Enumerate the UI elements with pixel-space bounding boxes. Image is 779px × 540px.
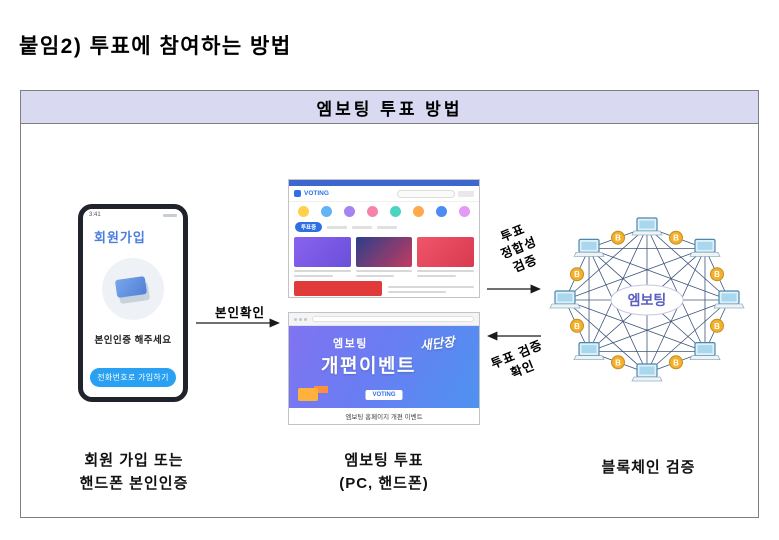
voting-logo-icon [294,190,301,197]
identity-prompt: 본인인증 해주세요 [94,335,172,346]
phone-signup-button: 전화번호로 가입하기 [90,368,176,387]
voting-now-tab: 투표중 [295,222,323,232]
network-center-ellipse [610,284,684,316]
laptop-icon [573,342,605,361]
category-icon [459,206,470,217]
banner-badge: 새단장 [419,334,456,354]
laptop-icon [631,363,663,382]
browser-toolbar [289,313,479,326]
laptop-icon [689,342,721,361]
card-text-line [294,274,333,277]
network-center-label: 엠보팅 [628,292,667,308]
card-text-line [388,285,474,288]
coin-icon: B [570,267,585,282]
banner-brand-text: 엠보팅 [333,338,368,350]
window-dot-icon [294,317,297,321]
diagram-title: 엠보팅 투표 방법 [21,91,758,124]
svg-text:B: B [615,358,621,367]
coin-icon: B [611,230,626,245]
caption-blockchain: 블록체인 검증 [601,459,696,476]
vote-card [355,237,413,277]
vote-card [417,237,475,277]
id-card-illustration [102,258,164,320]
signup-title: 회원가입 [94,230,146,245]
svg-text:B: B [714,322,720,331]
phone-time: 3:41 [89,212,101,218]
laptop-icon [631,217,663,236]
window-dot-icon [299,317,302,321]
mvoting-site-screenshot: VOTING 투표중 [288,179,480,298]
category-icon [390,206,401,217]
category-icon [344,206,355,217]
window-dot-icon [304,317,307,321]
mvoting-event-screenshot: 엠보팅 새단장 개편이벤트 VOTING 엠보팅 홈페이지 개편 이벤트 [288,312,480,425]
site-text-lines [388,281,474,293]
svg-text:B: B [673,358,679,367]
phone-mockup: 3:41 회원가입 본인인증 해주세요 전화번호로 가입하기 [78,204,188,402]
site-login-area [458,190,474,197]
category-icon [321,206,332,217]
card-text-line [417,269,475,272]
tab-placeholder [352,225,373,229]
laptop-icon [689,238,721,257]
laptop-icon [549,290,581,309]
category-icon [367,206,378,217]
signal-icon [163,213,177,217]
svg-text:B: B [574,270,580,279]
card-text-line [294,269,351,272]
site-red-banner [294,281,382,296]
card-thumbnail [417,237,475,267]
voting-logo-text: VOTING [304,190,329,197]
banner-event-title: 개편이벤트 [321,356,416,377]
category-icon [413,206,424,217]
coin-icon: B [668,355,683,370]
category-icon [436,206,447,217]
site-search-box [397,189,455,198]
mesh-lines [564,226,730,374]
voting-logo-badge: VOTING [365,390,403,400]
label-identity-verify: 본인확인 [214,306,265,320]
coin-icon: B [611,355,626,370]
tab-placeholder [327,225,348,229]
event-banner: 엠보팅 새단장 개편이벤트 VOTING [289,326,479,408]
card-thumbnail [294,237,351,267]
vote-card-list [289,234,479,277]
coin-icon: B [709,318,724,333]
site-tab-row: 투표중 [289,219,479,234]
card-thumbnail [355,237,413,267]
site-category-icons [289,202,479,219]
laptop-icon [573,238,605,257]
caption-signup: 회원 가입 또는 핸드폰 본인인증 [79,452,189,493]
coin-icon: B [570,318,585,333]
gift-box-icon [298,388,318,401]
coin-icon: B [709,267,724,282]
svg-text:B: B [574,322,580,331]
svg-text:B: B [673,234,679,243]
site-topbar [289,180,479,186]
blockchain-network-diagram: B B B B B B B B 엠보팅 [549,217,745,382]
card-text-line [355,269,413,272]
category-icon [298,206,309,217]
tab-placeholder [377,225,398,229]
doc-title: 붙임2) 투표에 참여하는 방법 [19,35,292,58]
site-lower-row [289,277,479,296]
caption-voting: 엠보팅 투표 (PC, 핸드폰) [339,452,429,493]
banner-caption: 엠보팅 홈페이지 개편 이벤트 [289,408,479,424]
site-header: VOTING [289,186,479,202]
laptop-icon [713,290,745,309]
card-text-line [417,274,456,277]
svg-text:B: B [615,234,621,243]
phone-status-bar: 3:41 [83,209,183,221]
card-text-line [388,290,447,293]
card-text-line [355,274,395,277]
coin-icon: B [668,230,683,245]
svg-text:B: B [714,270,720,279]
url-bar [312,316,474,322]
vote-card [294,237,351,277]
